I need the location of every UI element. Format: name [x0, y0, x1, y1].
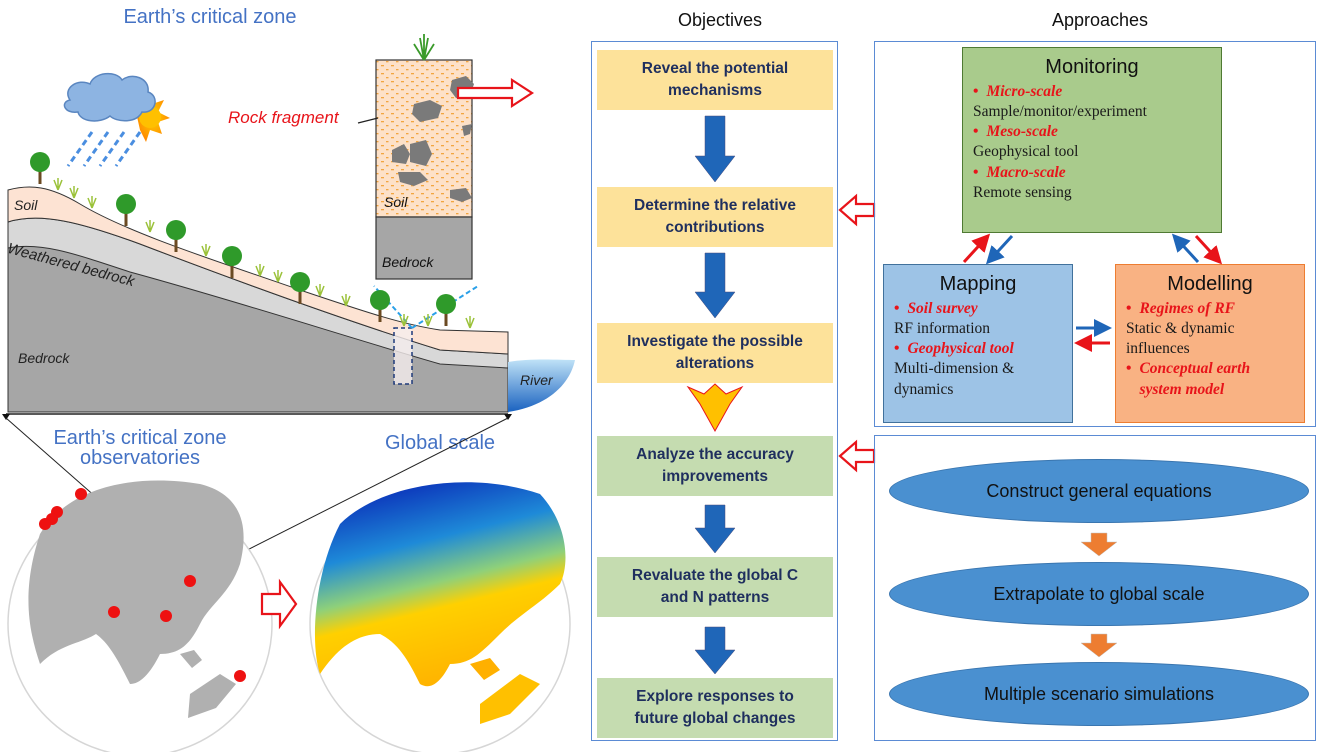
soil-layer [7, 186, 509, 355]
objective-2-line1: Determine the relative [634, 196, 796, 214]
rock-fragment-label: Rock fragment [228, 108, 339, 127]
objective-5-line1: Revaluate the global C [631, 566, 799, 584]
observatory-dot [234, 670, 246, 682]
profile-bedrock-label: Bedrock [382, 254, 434, 270]
monitoring-title: Monitoring [1045, 56, 1139, 78]
objective-1-line2: mechanisms [668, 82, 762, 99]
objective-6-line2: future global changes [634, 710, 796, 727]
mapping-bullet: •Geophysical tool [894, 340, 1014, 358]
observatory-dots [39, 488, 246, 682]
approach-arrows [962, 233, 1223, 352]
objectives-panel: Reveal the potential mechanisms Determine… [591, 41, 838, 741]
monitoring-bullet: •Macro-scale [973, 163, 1066, 181]
observatory-dot [184, 575, 196, 587]
approaches-panel [874, 41, 1316, 427]
down-arrow-icon [694, 252, 736, 319]
bedrock-label: Bedrock [18, 350, 70, 366]
modelling-bullet: •Conceptual earth system model [1126, 360, 1251, 398]
down-arrow-icon [694, 115, 736, 183]
down-arrow-icon [1080, 532, 1118, 557]
mapping-detail: Multi-dimension & dynamics [894, 360, 1015, 398]
observatories-globe [7, 480, 273, 752]
soil-label: Soil [14, 197, 38, 213]
global-scale-globe [309, 482, 571, 752]
observatories-title-line2: observatories [79, 447, 201, 469]
arrow-modelling-to-monitoring-icon [1171, 233, 1200, 264]
objective-4: Analyze the accuracy improvements [597, 436, 833, 496]
monitoring-bullet: •Micro-scale [973, 83, 1063, 100]
observatory-dot [160, 610, 172, 622]
objective-5: Revaluate the global C and N patterns [597, 557, 833, 617]
objective-arrows [686, 115, 744, 675]
arrow-monitoring-to-modelling-icon [1194, 234, 1223, 265]
objectives-heading: Objectives [677, 10, 763, 30]
step-extrapolate: Extrapolate to global scale [889, 562, 1309, 626]
tree-icons [30, 152, 456, 326]
down-arrow-icon [694, 504, 736, 554]
arrow-to-objectives-icon [456, 77, 535, 109]
objective-3-line2: alterations [675, 355, 755, 372]
river [508, 359, 575, 412]
objective-6: Explore responses to future global change… [597, 678, 833, 738]
modelling-bullet: •Regimes of RF [1126, 300, 1236, 317]
global-scale-title: Global scale [384, 432, 496, 454]
objective-4-line2: improvements [662, 468, 768, 485]
river-label: River [520, 372, 553, 388]
arrow-monitoring-to-mapping-icon [985, 234, 1014, 265]
hillslope-diagram [2, 34, 575, 420]
modelling-box: Modelling •Regimes of RF Static & dynami… [1115, 264, 1305, 423]
objective-4-line1: Analyze the accuracy [636, 445, 794, 463]
burst-arrow-icon [686, 383, 744, 433]
observatory-dot [108, 606, 120, 618]
monitoring-detail: Sample/monitor/experiment [973, 103, 1147, 121]
objective-1-line1: Reveal the potential [641, 59, 789, 77]
observatories-title-line1: Earth’s critical zone [53, 427, 227, 449]
profile-soil-label: Soil [384, 194, 408, 210]
modelling-detail: Static & dynamic influences [1126, 320, 1235, 358]
observatory-dot [75, 488, 87, 500]
mapping-box: Mapping •Soil survey RF information •Geo… [883, 264, 1073, 423]
upscaling-arrows [1080, 532, 1118, 658]
globes-panel [5, 417, 571, 752]
monitoring-bullet: •Meso-scale [973, 123, 1058, 141]
objective-3-line1: Investigate the possible [627, 332, 803, 350]
down-arrow-icon [1080, 633, 1118, 658]
soil-profile [375, 34, 474, 280]
cloud-icon [63, 72, 156, 122]
arrow-mapping-to-monitoring-icon [962, 233, 991, 264]
step-construct-equations: Construct general equations [889, 459, 1309, 523]
observatories-title: Earth’s critical zone observatories [30, 428, 250, 468]
critical-zone-title: Earth’s critical zone [123, 6, 297, 28]
mapping-detail: RF information [894, 320, 991, 338]
down-arrow-icon [694, 626, 736, 675]
objective-1: Reveal the potential mechanisms [597, 50, 833, 110]
rain-icon [66, 131, 142, 167]
mapping-title: Mapping [939, 273, 1017, 295]
monitoring-detail: Geophysical tool [973, 143, 1079, 161]
arrow-to-global-icon [260, 578, 298, 630]
objective-6-line1: Explore responses to [636, 687, 794, 705]
approaches-heading: Approaches [1051, 10, 1149, 30]
objective-3: Investigate the possible alterations [597, 323, 833, 383]
mapping-bullet: •Soil survey [894, 300, 978, 317]
modelling-title: Modelling [1167, 273, 1253, 295]
monitoring-box: Monitoring •Micro-scale Sample/monitor/e… [962, 47, 1222, 233]
step-scenario-simulations: Multiple scenario simulations [889, 662, 1309, 726]
objective-2: Determine the relative contributions [597, 187, 833, 247]
upscaling-panel: Construct general equations Extrapolate … [874, 435, 1316, 741]
objective-2-line2: contributions [665, 219, 765, 236]
monitoring-detail: Remote sensing [973, 183, 1072, 201]
grass-icons [53, 178, 475, 329]
objective-5-line2: and N patterns [660, 589, 770, 606]
observatory-dot [39, 518, 51, 530]
